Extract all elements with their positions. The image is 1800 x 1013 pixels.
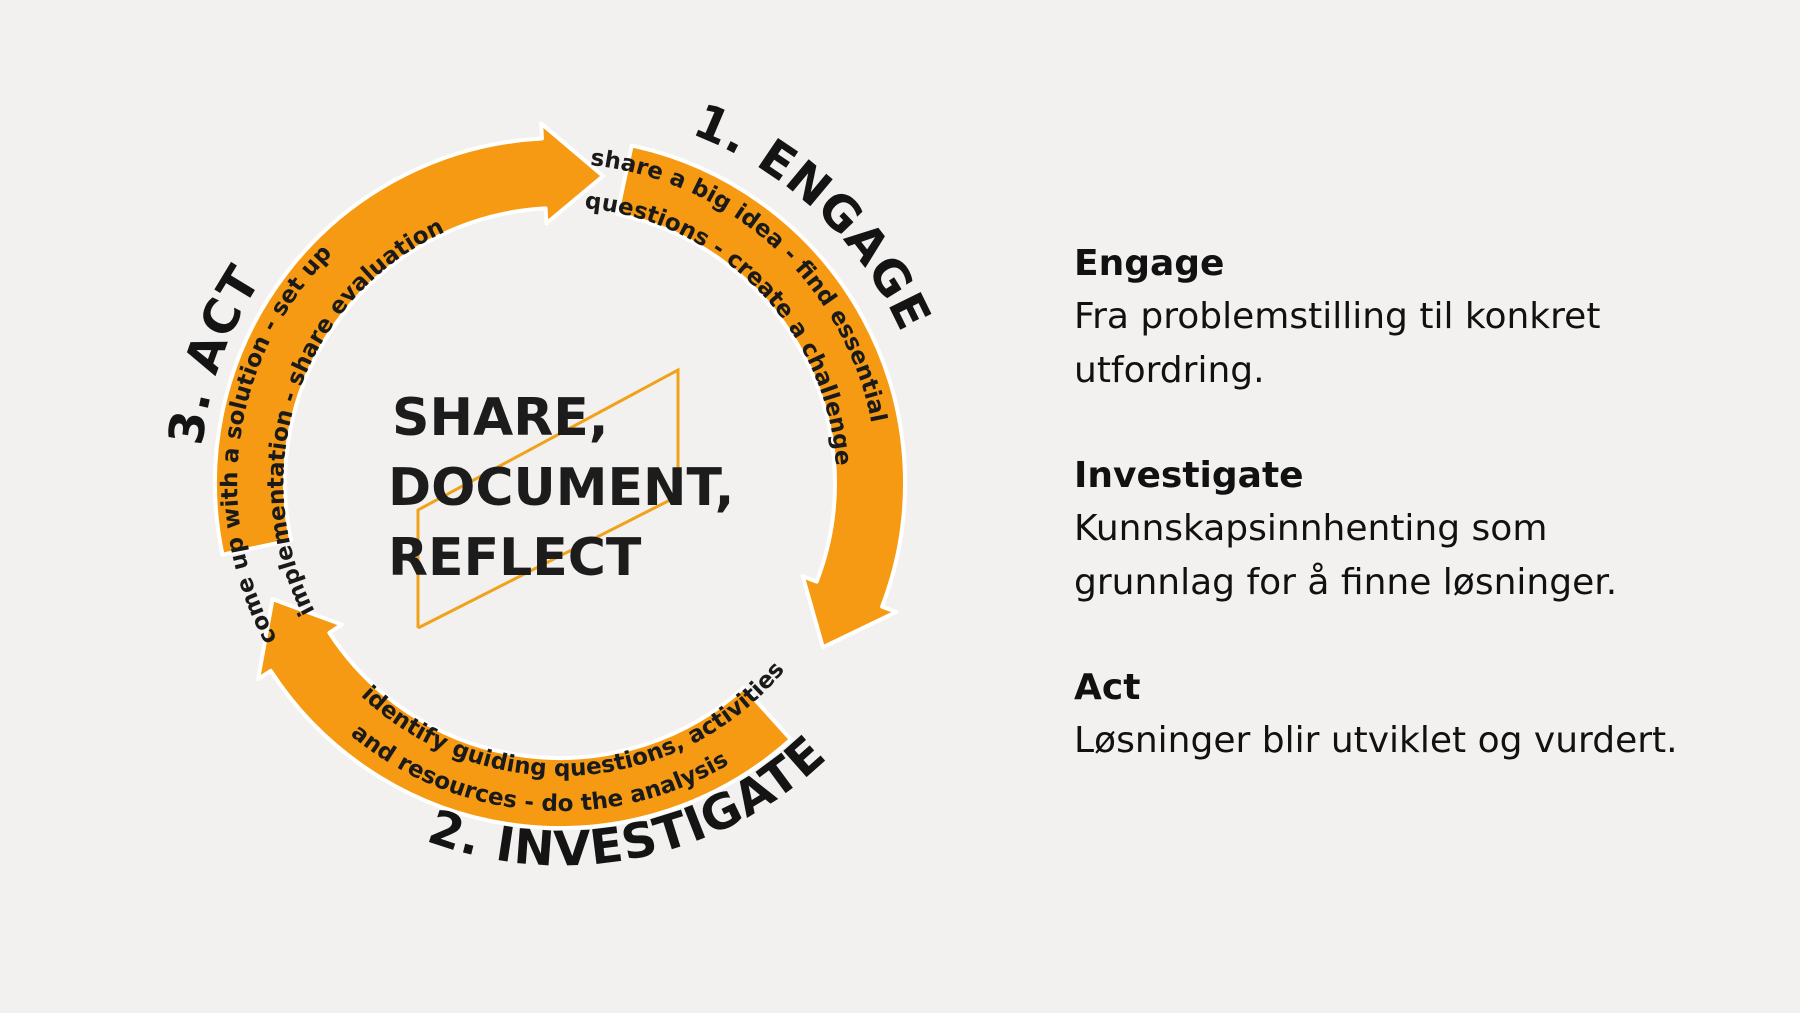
legend-item-act: Act Løsninger blir utviklet og vurdert.	[1074, 662, 1714, 768]
cycle-diagram: SHARE, DOCUMENT, REFLECT 1. ENGAGE 2. IN…	[158, 93, 940, 878]
legend-heading-engage: Engage	[1074, 243, 1225, 284]
engage-arrow	[615, 143, 907, 650]
center-line-2: DOCUMENT,	[388, 458, 734, 518]
legend-item-engage: Engage Fra problemstilling til konkret u…	[1074, 238, 1714, 398]
center-line-3: REFLECT	[388, 528, 642, 588]
legend-item-investigate: Investigate Kunnskapsinnhenting som grun…	[1074, 450, 1714, 610]
center-line-1: SHARE,	[392, 388, 609, 448]
legend-heading-act: Act	[1074, 667, 1141, 708]
act-arrow	[212, 121, 606, 557]
legend-body-investigate: Kunnskapsinnhenting som grunnlag for å f…	[1074, 508, 1618, 603]
investigate-arrow	[256, 597, 793, 830]
legend-body-act: Løsninger blir utviklet og vurdert.	[1074, 720, 1678, 761]
center-zigzag-shape	[416, 367, 680, 630]
legend-heading-investigate: Investigate	[1074, 455, 1304, 496]
legend-body-engage: Fra problemstilling til konkret utfordri…	[1074, 296, 1601, 391]
legend: Engage Fra problemstilling til konkret u…	[1074, 238, 1714, 820]
